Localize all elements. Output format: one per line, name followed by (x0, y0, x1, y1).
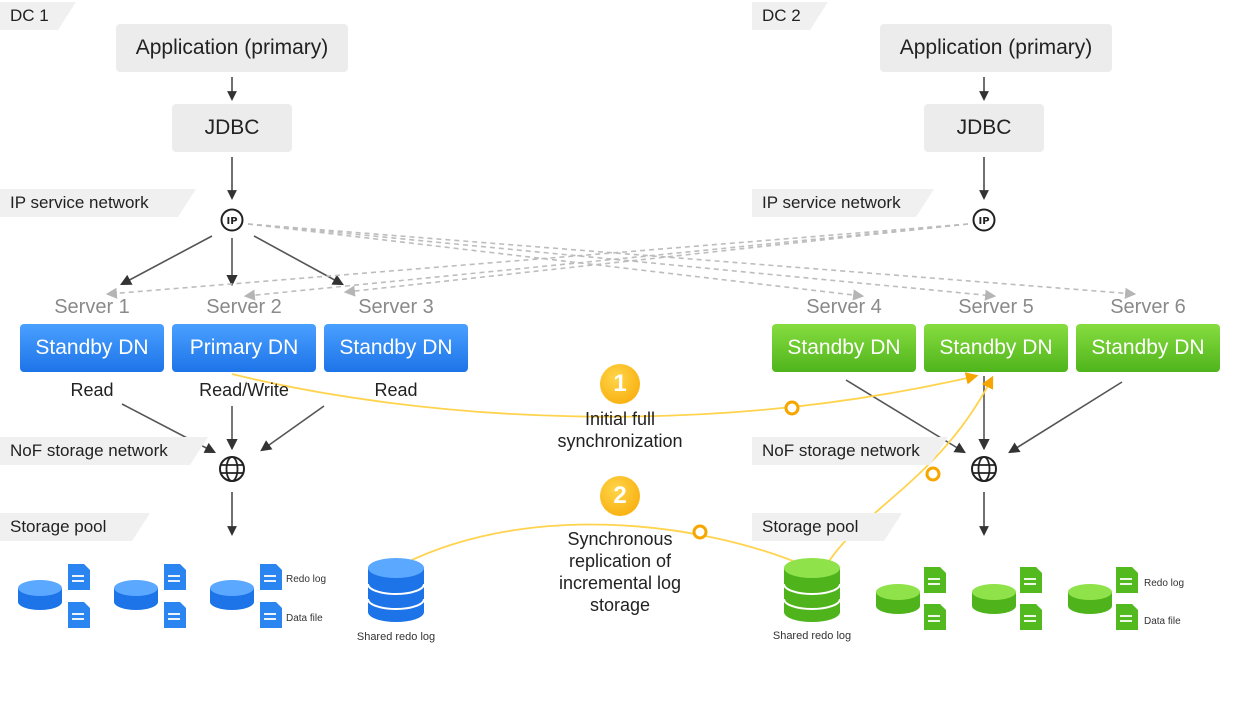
dashed-ip1-server6 (247, 223, 1137, 299)
globe-icon (219, 456, 245, 482)
dc2-redo-log-label: Redo log (1144, 578, 1185, 589)
ip-address-icon: IP (972, 208, 996, 232)
dc1-nof-network-tag: NoF storage network (0, 437, 208, 465)
server-5-standby-dn: Standby DN (924, 324, 1068, 372)
document-icon (68, 602, 90, 628)
dc1-jdbc-box: JDBC (172, 104, 292, 152)
server-4-label: Server 4 (806, 296, 882, 318)
database-icon (367, 558, 425, 622)
step-1-badge: 1 (600, 364, 640, 404)
document-icon (1020, 567, 1042, 593)
database-icon (876, 584, 920, 614)
database-icon (18, 580, 62, 610)
document-icon (164, 602, 186, 628)
document-icon (68, 564, 90, 590)
database-icon (114, 580, 158, 610)
server-4-standby-dn: Standby DN (772, 324, 916, 372)
dc1-shared-redo-log-label: Shared redo log (356, 631, 436, 643)
server-3-label: Server 3 (358, 296, 434, 318)
server-5-label: Server 5 (958, 296, 1034, 318)
document-icon (1116, 604, 1138, 630)
arrow-ip-server1 (120, 235, 213, 286)
svg-text:IP: IP (226, 216, 237, 227)
server-6-standby-dn: Standby DN (1076, 324, 1220, 372)
server-2-label: Server 2 (206, 296, 282, 318)
dc2-jdbc-box: JDBC (924, 104, 1044, 152)
document-icon (260, 564, 282, 590)
dashed-ip2-server3 (343, 223, 969, 297)
database-icon (972, 584, 1016, 614)
document-icon (1020, 604, 1042, 630)
dc2-storage-pool-tag: Storage pool (752, 513, 902, 541)
dc2-shared-redo-log-label: Shared redo log (772, 630, 852, 642)
dc1-application-box: Application (primary) (116, 24, 348, 72)
dc2-nof-network-tag: NoF storage network (752, 437, 948, 465)
replication-dot-2 (925, 466, 941, 482)
dc1-storage-pool-tag: Storage pool (0, 513, 150, 541)
step-2-text: Synchronous replication of incremental l… (558, 529, 682, 615)
document-icon (1116, 567, 1138, 593)
dc1-ip-network-tag: IP service network (0, 189, 196, 217)
dashed-ip1-server4 (247, 223, 865, 301)
sync-dot-1 (784, 400, 800, 416)
dc2-data-file-label: Data file (1144, 616, 1181, 627)
globe-icon (971, 456, 997, 482)
server-1-access: Read (70, 380, 114, 400)
replay-path (825, 375, 994, 567)
dc2-ip-network-tag: IP service network (752, 189, 934, 217)
dc1-redo-log-label: Redo log (286, 574, 327, 585)
ip-address-icon: IP (220, 208, 244, 232)
server-2-access: Read/Write (199, 380, 289, 400)
dashed-ip2-server1 (105, 223, 969, 299)
server-1-label: Server 1 (54, 296, 130, 318)
arrow-server6-nof (1008, 381, 1123, 454)
server-3-access: Read (374, 380, 418, 400)
server-2-primary-dn: Primary DN (172, 324, 316, 372)
database-icon (1068, 584, 1112, 614)
document-icon (164, 564, 186, 590)
dashed-ip1-server5 (247, 223, 997, 301)
document-icon (924, 604, 946, 630)
step-1-text: Initial full synchronization (557, 409, 683, 451)
replication-path (391, 523, 813, 571)
dc1-data-file-label: Data file (286, 613, 323, 624)
server-1-standby-dn: Standby DN (20, 324, 164, 372)
replication-dot-1 (692, 524, 708, 540)
svg-text:IP: IP (978, 216, 989, 227)
dashed-ip2-server2 (243, 223, 969, 301)
database-icon (210, 580, 254, 610)
server-3-standby-dn: Standby DN (324, 324, 468, 372)
arrow-server3-nof (260, 405, 325, 452)
document-icon (260, 602, 282, 628)
document-icon (924, 567, 946, 593)
step-2-badge: 2 (600, 476, 640, 516)
server-6-label: Server 6 (1110, 296, 1186, 318)
sync-path-initial (231, 372, 979, 418)
database-icon (783, 558, 841, 622)
dc2-application-box: Application (primary) (880, 24, 1112, 72)
